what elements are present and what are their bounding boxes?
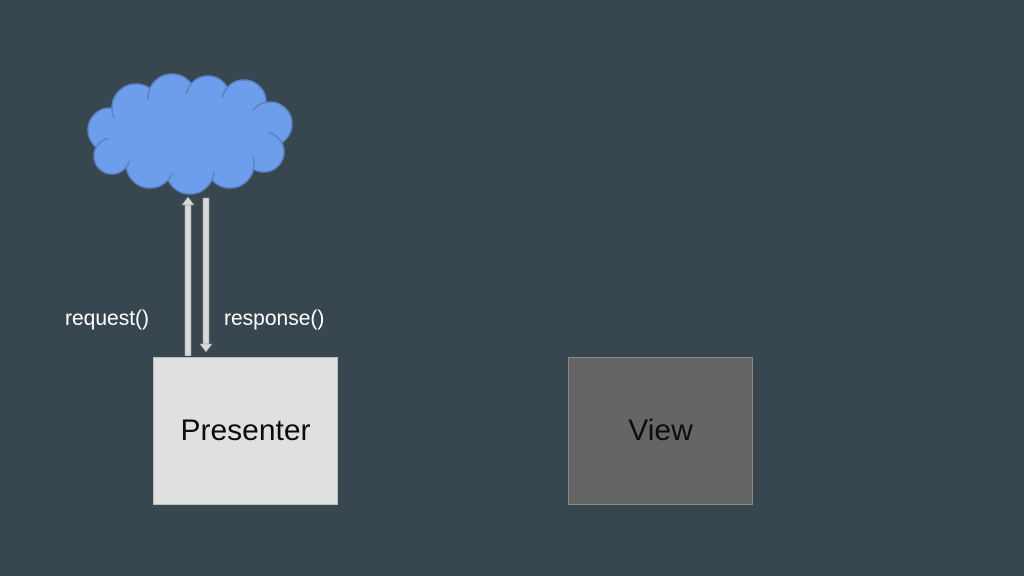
presenter-label: Presenter (180, 414, 311, 447)
arrow-down-icon (199, 197, 213, 353)
view-box: View (568, 357, 753, 505)
presenter-box: Presenter (153, 357, 338, 505)
request-label: request() (65, 307, 150, 330)
arrow-up-icon (181, 196, 195, 356)
response-label: response() (224, 307, 325, 330)
request-response-arrows (181, 196, 213, 356)
view-label: View (628, 414, 693, 447)
cloud-icon (87, 73, 293, 195)
